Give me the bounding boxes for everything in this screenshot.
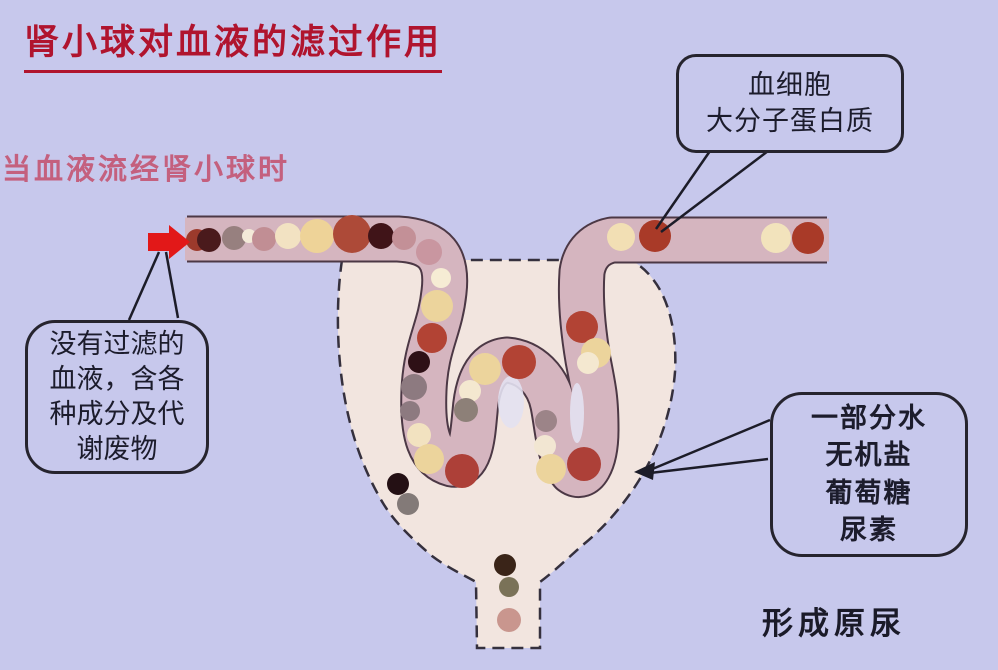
blood-cell	[368, 223, 394, 249]
blood-cell	[400, 401, 420, 421]
blood-cell	[197, 228, 221, 252]
blood-cell	[222, 226, 246, 250]
blood-cell	[416, 239, 442, 265]
callout-line: 尿素	[840, 514, 898, 546]
callout-line: 一部分水	[811, 403, 927, 434]
blood-cells-layer	[186, 215, 824, 632]
filtrate-particle	[397, 493, 419, 515]
callout-line: 谢废物	[76, 434, 158, 466]
callout-line: 大分子蛋白质	[706, 105, 874, 137]
blood-cell	[401, 374, 427, 400]
flow-arrow-icon	[148, 225, 190, 259]
blood-cell	[275, 223, 301, 249]
blood-cell	[300, 219, 334, 253]
capsule-space-gap	[570, 383, 584, 443]
blood-cell	[502, 345, 536, 379]
blood-cell	[417, 323, 447, 353]
callout-line: 血细胞	[748, 69, 832, 101]
blood-cell	[607, 223, 635, 251]
blood-cell	[407, 423, 431, 447]
blood-cell	[445, 454, 479, 488]
filtrate-particle	[497, 608, 521, 632]
blood-cell	[534, 435, 556, 457]
blood-cell	[761, 223, 791, 253]
callout-blood-cells: 血细胞 大分子蛋白质	[676, 54, 904, 153]
callout-line: 葡萄糖	[825, 477, 913, 509]
blood-cell	[454, 398, 478, 422]
filtrate-particle	[499, 577, 519, 597]
page-title: 肾小球对血液的滤过作用	[24, 14, 443, 73]
blood-cell	[639, 220, 671, 252]
filtrate-particle	[494, 554, 516, 576]
callout-unfiltered-blood: 没有过滤的 血液，含各 种成分及代 谢废物	[25, 320, 209, 474]
blood-cell	[536, 454, 566, 484]
blood-cell	[459, 380, 481, 402]
blood-cell	[421, 290, 453, 322]
callout-line: 没有过滤的	[49, 328, 185, 360]
callout-pointer-left	[127, 251, 180, 321]
callout-pointer-top-right	[654, 150, 769, 233]
blood-cell	[408, 351, 430, 373]
blood-cell	[577, 352, 599, 374]
subtitle: 当血液流经肾小球时	[2, 152, 291, 186]
callout-line: 血液，含各	[49, 363, 185, 395]
blood-cell	[333, 215, 371, 253]
blood-cell	[252, 227, 276, 251]
blood-cell	[392, 226, 416, 250]
blood-cell	[414, 444, 444, 474]
blood-cell	[792, 222, 824, 254]
capsule-space-gap	[498, 376, 524, 428]
callout-line: 种成分及代	[49, 399, 185, 430]
blood-cell	[469, 353, 501, 385]
blood-cell	[535, 410, 557, 432]
callout-line: 无机盐	[825, 440, 913, 472]
blood-cell	[431, 268, 451, 288]
blood-cell	[566, 311, 598, 343]
primary-urine-label: 形成原尿	[762, 606, 906, 642]
callout-pointer-right	[634, 418, 771, 480]
blood-cell	[567, 447, 601, 481]
callout-filtrate: 一部分水 无机盐 葡萄糖 尿素	[770, 392, 968, 557]
filtrate-particle	[387, 473, 409, 495]
